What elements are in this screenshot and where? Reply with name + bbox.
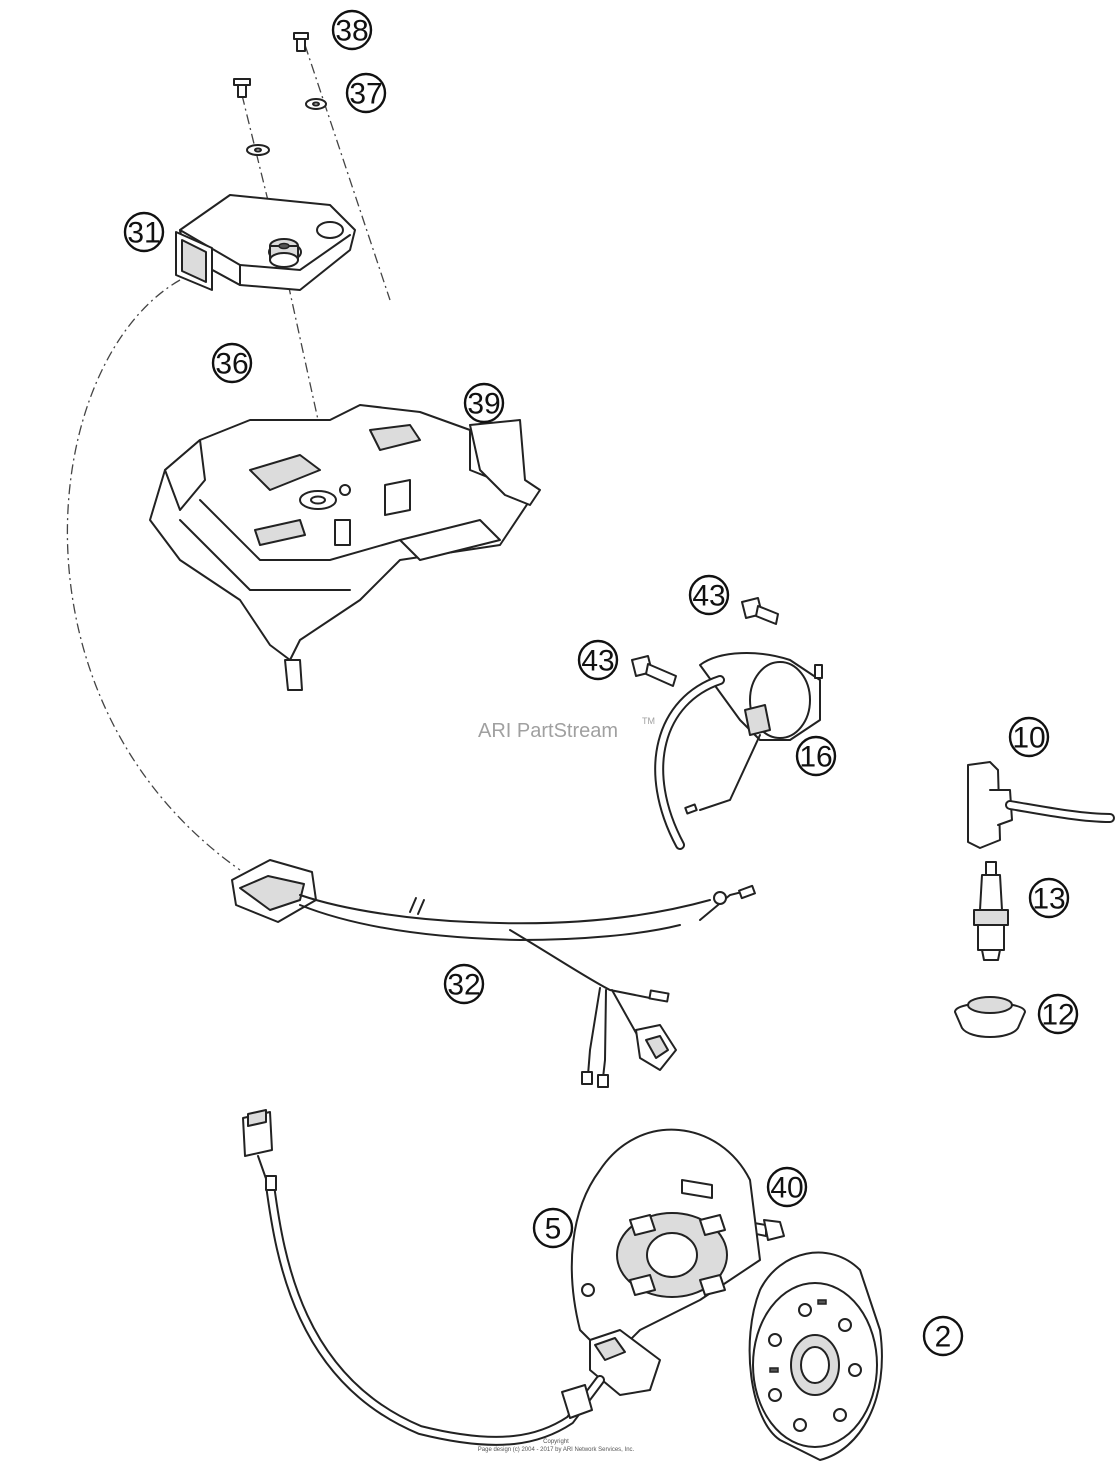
callout-36: 36: [211, 342, 253, 384]
callout-12-label: 12: [1041, 999, 1074, 1032]
callout-37: 37: [345, 72, 387, 114]
wiring-harness-32[interactable]: [231, 859, 756, 1088]
grommet-36[interactable]: [269, 238, 299, 268]
callout-13-label: 13: [1032, 883, 1065, 916]
callout-43-lower: 43: [577, 639, 619, 681]
callout-38-label: 38: [335, 15, 368, 48]
screw-left[interactable]: [233, 78, 251, 98]
cap-12[interactable]: [954, 996, 1026, 1038]
callout-5: 5: [532, 1207, 574, 1249]
washer-37[interactable]: [305, 98, 327, 110]
ignition-coil-16[interactable]: [654, 652, 823, 850]
callout-40: 40: [766, 1166, 808, 1208]
copyright-line1: Copyright: [543, 1439, 569, 1445]
callout-12: 12: [1037, 993, 1079, 1035]
watermark-text: ARI PartStream: [478, 720, 618, 742]
callout-43-lower-label: 43: [581, 645, 614, 678]
bracket-39[interactable]: [149, 404, 541, 691]
stator-cable[interactable]: [242, 1109, 605, 1446]
callout-43-upper: 43: [688, 574, 730, 616]
callout-16: 16: [795, 735, 837, 777]
callout-10-label: 10: [1012, 722, 1045, 755]
callout-32-label: 32: [447, 969, 480, 1002]
callout-5-label: 5: [545, 1213, 562, 1246]
callout-31: 31: [123, 211, 165, 253]
callout-32: 32: [443, 963, 485, 1005]
callout-38: 38: [331, 9, 373, 51]
screw-38[interactable]: [293, 32, 309, 52]
copyright-line2: Page design (c) 2004 - 2017 by ARI Netwo…: [478, 1447, 635, 1453]
watermark-tm: TM: [642, 716, 655, 726]
washer-left[interactable]: [246, 144, 270, 156]
callout-2-label: 2: [935, 1321, 952, 1354]
callout-36-label: 36: [215, 348, 248, 381]
spark-plug-cap-10[interactable]: [967, 761, 1115, 849]
bolt-43-lower[interactable]: [631, 655, 677, 687]
callout-39-label: 39: [467, 388, 500, 421]
callout-13: 13: [1028, 877, 1070, 919]
callout-10: 10: [1008, 716, 1050, 758]
callout-43-upper-label: 43: [692, 580, 725, 613]
bolt-43-upper[interactable]: [741, 597, 779, 625]
callout-40-label: 40: [770, 1172, 803, 1205]
callout-16-label: 16: [799, 741, 832, 774]
callout-39: 39: [463, 382, 505, 424]
callout-31-label: 31: [127, 217, 160, 250]
stator-5[interactable]: [570, 1128, 761, 1396]
callout-37-label: 37: [349, 78, 382, 111]
cdi-unit-31[interactable]: [175, 194, 356, 291]
spark-plug-13[interactable]: [973, 861, 1009, 961]
callout-2: 2: [922, 1315, 964, 1357]
flywheel-2[interactable]: [748, 1251, 883, 1461]
